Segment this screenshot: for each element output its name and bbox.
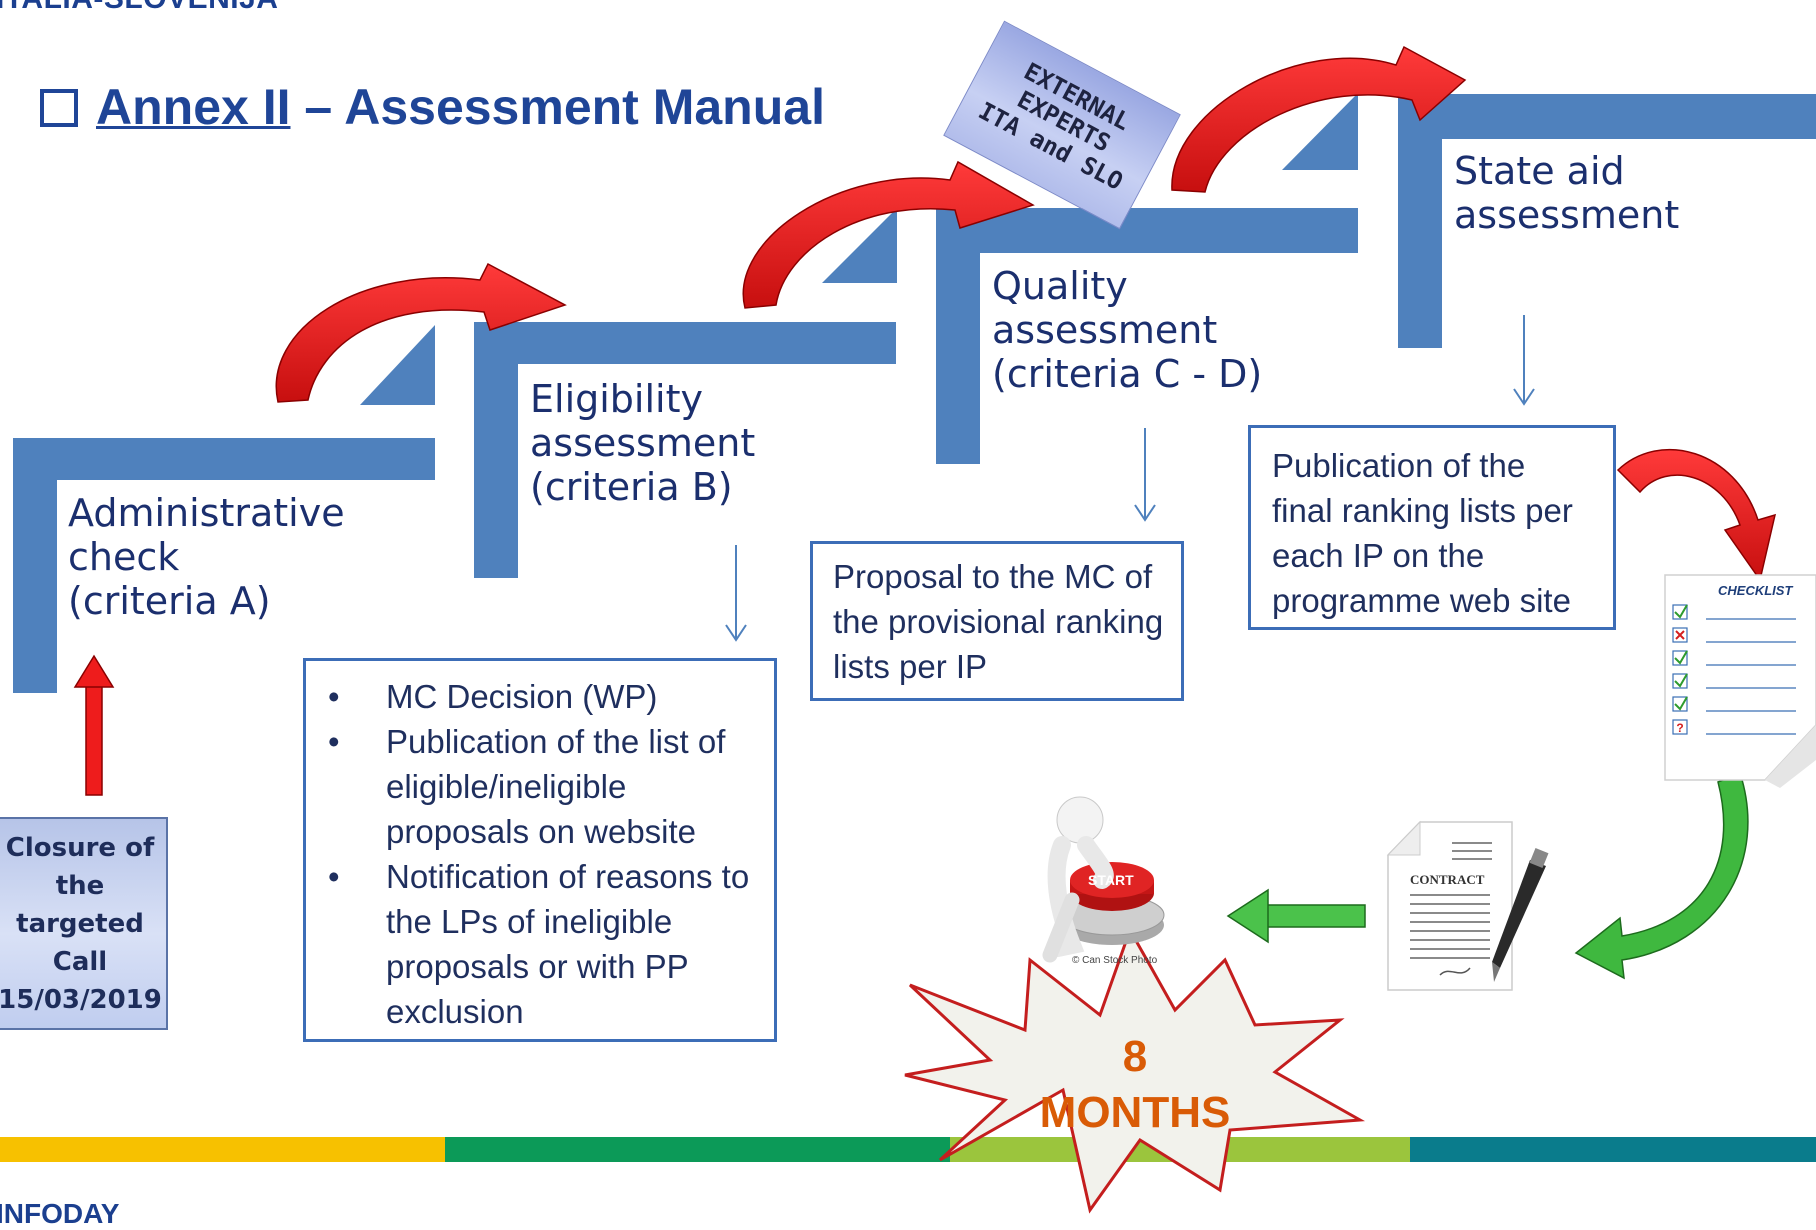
up-arrow-icon <box>73 654 115 796</box>
start-label: START <box>1088 872 1134 888</box>
contract-document <box>1386 820 1549 991</box>
duration-number: 8 <box>1122 1032 1148 1081</box>
step-label-eligibility: Eligibility assessment (criteria B) <box>530 377 756 509</box>
closure-call-box: Closure of the targeted Call 15/03/2019 <box>0 817 168 1030</box>
step-label-stateaid: State aid assessment <box>1454 149 1680 237</box>
footer-color-stripe <box>0 1137 1816 1162</box>
step-bracket-quality <box>936 93 1358 464</box>
left-arrow-green-icon <box>1226 888 1366 944</box>
page-title: Annex II – Assessment Manual <box>40 78 825 136</box>
quality-info-box: Proposal to the MC of the provisional ra… <box>810 541 1184 701</box>
title-annex: Annex II <box>96 79 291 135</box>
quality-info-text: Proposal to the MC of the provisional ra… <box>833 558 1164 685</box>
curved-arrow-icon <box>1616 448 1777 582</box>
curved-arrow-icon <box>1171 45 1467 193</box>
list-item: MC Decision (WP) <box>328 674 774 719</box>
eligibility-list: MC Decision (WP) Publication of the list… <box>306 674 774 1034</box>
curved-arrow-green-icon <box>1574 771 1749 980</box>
curved-arrow-icon <box>275 262 567 403</box>
step-label-admin: Administrative check (criteria A) <box>68 491 345 623</box>
title-rest: – Assessment Manual <box>290 79 825 135</box>
svg-text:?: ? <box>1676 721 1683 735</box>
eligibility-info-box: MC Decision (WP) Publication of the list… <box>303 658 777 1042</box>
checkbox-bullet-icon <box>40 89 78 127</box>
checklist-label: CHECKLIST <box>1718 583 1793 598</box>
pen-icon <box>1492 847 1549 982</box>
contract-label: CONTRACT <box>1410 872 1485 887</box>
image-credit: © Can Stock Photo <box>1072 955 1158 966</box>
start-button-figure <box>1042 796 1165 963</box>
checklist-document: ? <box>1664 574 1816 788</box>
header-brand: ITALIA-SLOVENIJA <box>0 0 278 16</box>
duration-unit: MONTHS <box>1039 1088 1231 1137</box>
step-bracket-stateaid <box>1398 94 1816 348</box>
step-bracket-admin <box>13 325 435 693</box>
step-label-quality: Quality assessment (criteria C - D) <box>992 264 1263 396</box>
list-item: Notification of reasons to the LPs of in… <box>328 854 774 1034</box>
starburst-shape <box>904 926 1366 1214</box>
stateaid-info-box: Publication of the final ranking lists p… <box>1248 425 1616 630</box>
down-arrow-icon <box>725 315 1535 642</box>
stateaid-info-text: Publication of the final ranking lists p… <box>1272 447 1573 619</box>
list-item: Publication of the list of eligible/inel… <box>328 719 774 854</box>
footer-title: INFODAY <box>0 1198 120 1229</box>
step-bracket-eligibility <box>474 208 897 578</box>
curved-arrow-icon <box>742 160 1035 309</box>
